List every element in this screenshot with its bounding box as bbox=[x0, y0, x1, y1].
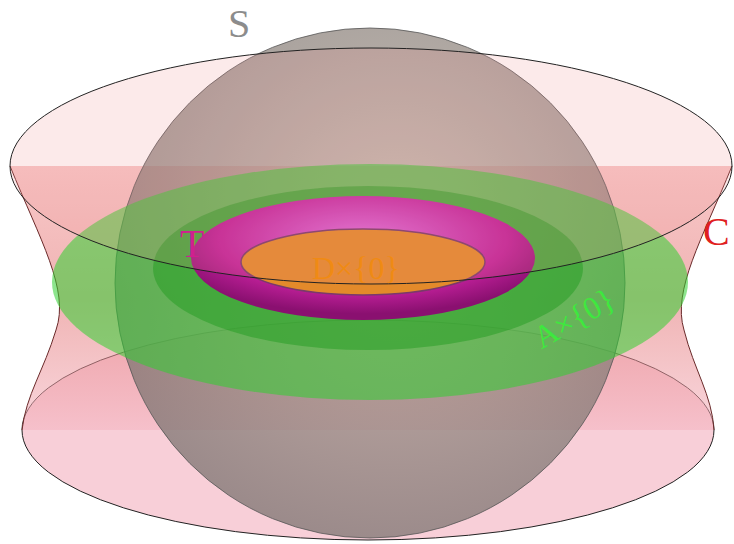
hyperboloid-label: C bbox=[703, 212, 730, 252]
sphere-label: S bbox=[228, 4, 250, 44]
hyperboloid-top bbox=[10, 48, 732, 284]
torus-label: T bbox=[180, 224, 204, 264]
disc-label: D×{0} bbox=[312, 252, 400, 284]
